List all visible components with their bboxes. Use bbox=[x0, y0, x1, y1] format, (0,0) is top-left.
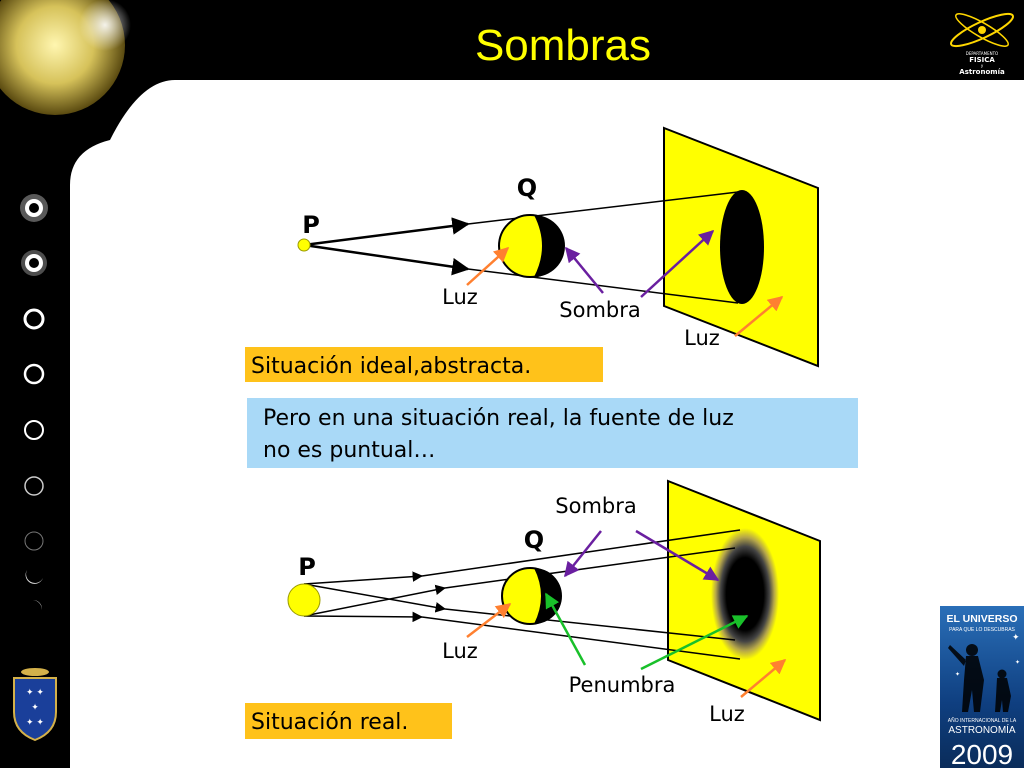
badge-line-1: EL UNIVERSO bbox=[947, 613, 1018, 625]
label-q-ideal: Q bbox=[517, 174, 537, 202]
label-p-real: P bbox=[298, 553, 316, 581]
ray-ideal-lower bbox=[303, 243, 470, 276]
ray-ideal-upper bbox=[303, 217, 470, 247]
label-sombra-real: Sombra bbox=[555, 494, 636, 518]
svg-text:✦: ✦ bbox=[31, 703, 39, 713]
badge-year: 2009 bbox=[951, 739, 1013, 768]
sphere-q-real bbox=[501, 567, 562, 625]
note-line-2: no es puntual… bbox=[263, 438, 435, 463]
arrow-luz-ideal-right bbox=[734, 296, 784, 337]
extended-source-real bbox=[287, 583, 321, 617]
label-q-real: Q bbox=[524, 526, 544, 554]
caption-ideal: Situación ideal,abstracta. bbox=[251, 354, 531, 379]
point-source-ideal bbox=[297, 238, 311, 252]
logo-line-1: DEPARTAMENTO bbox=[966, 51, 998, 56]
arrow-luz-real-right bbox=[740, 659, 787, 698]
moon-glow bbox=[79, 0, 131, 51]
diagram-real: Sombra Q P Luz Penumbra Luz Situación re… bbox=[245, 479, 821, 739]
arrow-sombra-real-screen bbox=[635, 529, 720, 582]
label-penumbra: Penumbra bbox=[569, 673, 676, 697]
arrow-sombra-real-sphere bbox=[564, 530, 602, 578]
logo-line-3: y bbox=[981, 63, 984, 68]
label-luz-real-left: Luz bbox=[442, 639, 478, 663]
caption-box-ideal bbox=[245, 347, 603, 382]
badge-line-3: AÑO INTERNACIONAL DE LA bbox=[948, 717, 1017, 724]
department-logo: DEPARTAMENTO FISICA y Astronomía bbox=[950, 12, 1014, 76]
logo-line-2: FISICA bbox=[969, 56, 995, 64]
svg-text:✦: ✦ bbox=[1015, 659, 1020, 666]
arrow-penumbra-sphere bbox=[544, 592, 587, 666]
silhouette-figures bbox=[948, 644, 1011, 712]
caption-box-real bbox=[245, 703, 452, 739]
diagram-ideal: P Q Luz Sombra Luz Situación ideal,abstr… bbox=[245, 126, 819, 382]
arrow-luz-ideal-left bbox=[466, 246, 510, 286]
note-box: Pero en una situación real, la fuente de… bbox=[247, 398, 858, 468]
iya-2009-badge: EL UNIVERSO PARA QUE LO DESCUBRAS ✦ ✦ ✦ … bbox=[940, 606, 1024, 768]
arrow-luz-real-left bbox=[466, 603, 512, 638]
svg-text:✦ ✦: ✦ ✦ bbox=[26, 718, 44, 728]
badge-line-4: ASTRONOMÍA bbox=[948, 723, 1016, 736]
shield-logo: ✦ ✦ ✦ ✦ ✦ bbox=[13, 668, 57, 742]
logo-line-4: Astronomía bbox=[959, 68, 1005, 76]
label-p-ideal: P bbox=[302, 211, 320, 239]
slide-title: Sombras bbox=[475, 21, 651, 70]
svg-text:✦ ✦: ✦ ✦ bbox=[26, 688, 44, 698]
svg-text:✦: ✦ bbox=[955, 671, 960, 678]
ray-ideal-lower-ext bbox=[467, 268, 739, 304]
label-sombra-ideal: Sombra bbox=[559, 298, 640, 322]
svg-text:✦: ✦ bbox=[1012, 633, 1020, 643]
label-luz-ideal-right: Luz bbox=[684, 326, 720, 350]
badge-line-2: PARA QUE LO DESCUBRAS bbox=[949, 627, 1015, 633]
arrow-sombra-ideal-sphere bbox=[565, 246, 604, 294]
label-luz-real-right: Luz bbox=[709, 702, 745, 726]
arrow-penumbra-screen bbox=[640, 614, 749, 671]
penumbra-ellipse bbox=[711, 528, 779, 660]
sphere-q-ideal bbox=[498, 214, 565, 278]
caption-real: Situación real. bbox=[251, 710, 408, 735]
arrow-sombra-ideal-screen bbox=[640, 229, 715, 298]
ray-ideal-upper-ext bbox=[467, 191, 739, 225]
note-background bbox=[247, 398, 858, 468]
rays-real bbox=[303, 529, 741, 660]
eclipse-sequence-decoration bbox=[20, 194, 48, 610]
note-line-1: Pero en una situación real, la fuente de… bbox=[263, 406, 734, 431]
label-luz-ideal-left: Luz bbox=[442, 285, 478, 309]
shadow-ellipse-ideal bbox=[720, 190, 764, 304]
